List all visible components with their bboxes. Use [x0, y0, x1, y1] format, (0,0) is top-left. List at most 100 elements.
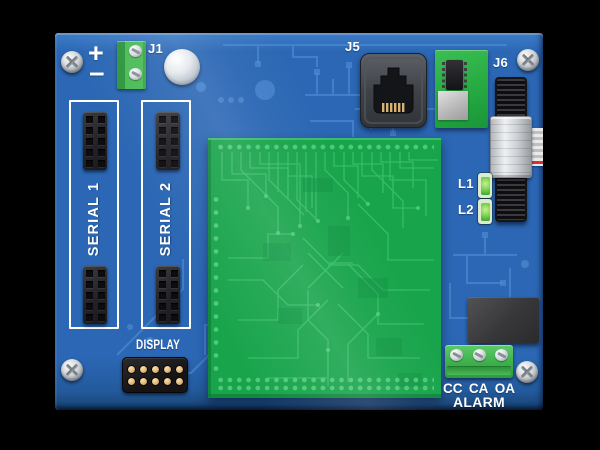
gold-pin: [139, 377, 147, 385]
main-pcb: + − J1 SERIAL 1 SERIAL 2: [55, 33, 543, 410]
pin-hole: [97, 115, 105, 123]
serial2-header-bottom: [156, 266, 180, 324]
j6-label: J6: [493, 55, 509, 70]
terminal-screw-icon: [472, 349, 486, 361]
pin-hole: [85, 159, 93, 167]
pin-hole: [158, 148, 166, 156]
relay-component: [468, 297, 539, 343]
pin-hole: [158, 159, 166, 167]
pad-column: [212, 193, 221, 373]
pin-hole: [170, 148, 178, 156]
pin-hole: [158, 302, 166, 310]
pin-hole: [97, 291, 105, 299]
alarm-label: ALARM: [452, 394, 506, 410]
pad-row: [216, 376, 434, 392]
l2-label: L2: [458, 202, 474, 217]
pin-hole: [170, 269, 178, 277]
pin-hole: [170, 137, 178, 145]
terminal-screw-icon: [129, 45, 142, 57]
pin-hole: [170, 291, 178, 299]
led-lens: [480, 176, 490, 195]
serial1-label: SERIAL 1: [86, 181, 102, 257]
alarm-pin-oa: OA: [494, 381, 515, 396]
pin-hole: [158, 126, 166, 134]
pin-hole: [85, 302, 93, 310]
display-connector: [122, 357, 188, 393]
l1-label: L1: [458, 176, 474, 191]
terminal-screw-icon: [129, 68, 142, 80]
serial1-outline: [69, 100, 119, 329]
gold-pin: [151, 365, 159, 373]
serial2-label: SERIAL 2: [158, 181, 174, 257]
rj11-jack: [360, 53, 427, 128]
ic-chip: [442, 60, 467, 90]
pin-hole: [158, 280, 166, 288]
pin-hole: [85, 313, 93, 321]
pin-hole: [85, 126, 93, 134]
led-lens: [480, 202, 490, 221]
serial2-outline: [141, 100, 191, 329]
pin-hole: [85, 280, 93, 288]
gold-pin: [175, 377, 183, 385]
gold-pin: [163, 365, 171, 373]
gold-pin: [175, 365, 183, 373]
polarity-minus-symbol: −: [89, 59, 105, 89]
pad-row: [216, 143, 434, 151]
pin-hole: [158, 269, 166, 277]
corner-screw-icon: [61, 359, 83, 381]
pin-hole: [97, 313, 105, 321]
pin-hole: [85, 291, 93, 299]
alarm-terminal-block: [445, 345, 513, 378]
serial1-header-top: [83, 112, 107, 170]
serial1-header-bottom: [83, 266, 107, 324]
pin-hole: [170, 126, 178, 134]
gold-pin: [127, 377, 135, 385]
power-terminal-block: [117, 41, 146, 89]
metal-pad: [438, 91, 468, 120]
pin-hole: [97, 302, 105, 310]
pin-hole: [97, 269, 105, 277]
pin-hole: [170, 280, 178, 288]
capacitor: [164, 49, 200, 85]
led-l1: [478, 173, 492, 198]
pin-hole: [170, 302, 178, 310]
serial2-header-top: [156, 112, 180, 170]
corner-screw-icon: [516, 361, 538, 383]
gold-pin: [163, 377, 171, 385]
pin-hole: [158, 115, 166, 123]
pin-hole: [85, 115, 93, 123]
pin-hole: [170, 313, 178, 321]
led-l2: [478, 199, 492, 224]
corner-screw-icon: [61, 51, 83, 73]
cpu-daughterboard: [208, 138, 441, 398]
display-label: DISPLAY: [136, 337, 180, 352]
pin-hole: [158, 313, 166, 321]
green-module: [435, 50, 488, 128]
pin-hole: [97, 159, 105, 167]
green-pcb-traces: [208, 138, 441, 398]
j1-label: J1: [148, 41, 164, 56]
terminal-screw-icon: [450, 349, 463, 361]
cable-plug: [490, 116, 532, 178]
gold-pin: [151, 377, 159, 385]
alarm-pin-labels: CC CA OA: [443, 381, 515, 396]
corner-screw-icon: [517, 49, 539, 71]
polarity-plus-symbol: +: [88, 38, 104, 68]
j5-label: J5: [345, 39, 361, 54]
pin-hole: [97, 126, 105, 134]
gold-pin: [139, 365, 147, 373]
pin-hole: [97, 280, 105, 288]
alarm-pin-ca: CA: [468, 381, 489, 396]
pin-hole: [158, 137, 166, 145]
alarm-pin-cc: CC: [443, 381, 463, 396]
terminal-screw-icon: [495, 349, 508, 361]
pin-hole: [170, 159, 178, 167]
pin-hole: [85, 269, 93, 277]
pin-hole: [170, 115, 178, 123]
pin-hole: [85, 148, 93, 156]
pin-hole: [85, 137, 93, 145]
pin-hole: [97, 137, 105, 145]
gold-pin: [127, 365, 135, 373]
pin-hole: [158, 291, 166, 299]
